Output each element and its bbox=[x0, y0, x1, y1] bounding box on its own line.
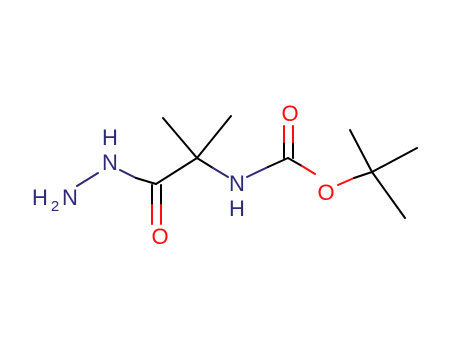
bonds bbox=[76, 115, 418, 225]
bond-c2-oester2 bbox=[301, 165, 316, 175]
atom-label-carbamate-n: N bbox=[229, 171, 245, 196]
bond-nh-c1-b bbox=[135, 177, 157, 185]
bond-n-c2b bbox=[267, 157, 289, 168]
atom-label-n-hydrazide: N bbox=[102, 150, 118, 175]
atom-labels: H N H 2 N O N H O O bbox=[32, 101, 335, 249]
atom-label-nh2-n: N bbox=[62, 185, 78, 210]
bond-c2-oester bbox=[287, 157, 303, 167]
bond-ct-me2 bbox=[371, 147, 418, 173]
bond-cq-n bbox=[196, 157, 214, 169]
atom-label-nh2-h: H bbox=[32, 185, 48, 210]
atom-label-n-hydrazide-h: H bbox=[102, 125, 118, 150]
bond-nh-c1 bbox=[119, 169, 137, 179]
bond-ct-me1 bbox=[349, 129, 373, 173]
bond-nh2-nh bbox=[76, 172, 99, 187]
bond-n-c2 bbox=[246, 166, 269, 178]
atom-label-nh2-subscript: 2 bbox=[51, 198, 59, 215]
bond-c1-cq bbox=[155, 157, 198, 185]
atom-label-carbamate-nh-h: H bbox=[229, 196, 245, 221]
bond-oester-ct bbox=[337, 177, 355, 186]
bond-cq-n2 bbox=[212, 167, 229, 178]
bond-cq-me1 bbox=[162, 117, 198, 159]
bond-oester-ct2 bbox=[353, 171, 373, 179]
atom-label-amide-o: O bbox=[151, 224, 168, 249]
bond-cq-me2 bbox=[196, 115, 232, 159]
atom-label-carbonyl-o: O bbox=[281, 101, 298, 126]
atom-label-ester-o: O bbox=[317, 180, 334, 205]
bond-ct-me3 bbox=[371, 171, 406, 219]
